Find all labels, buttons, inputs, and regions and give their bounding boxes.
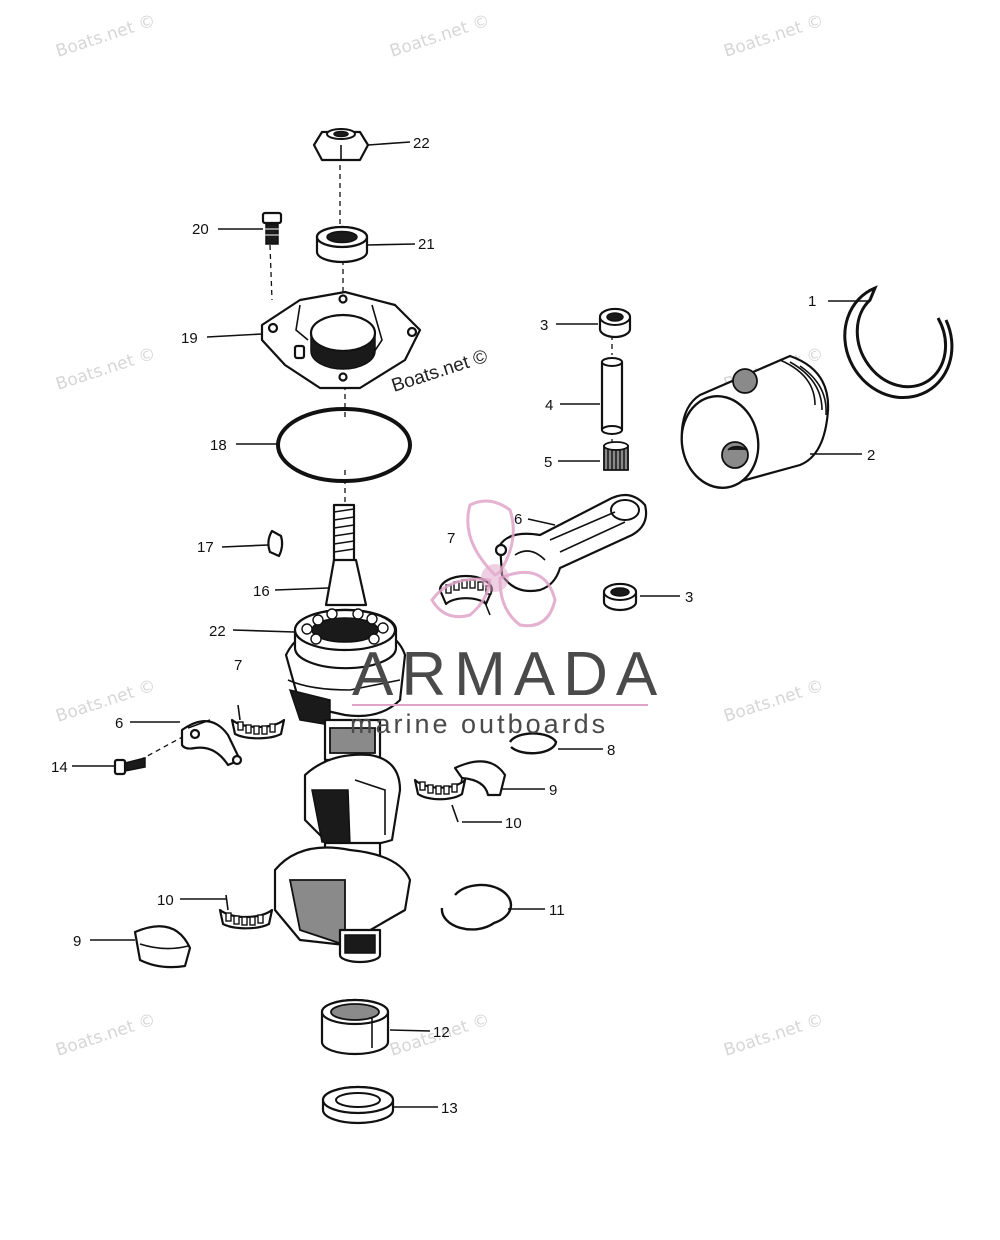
callout-10-left: 10: [157, 892, 174, 909]
callout-10-right: 10: [505, 815, 522, 832]
callout-8: 8: [607, 742, 615, 759]
callout-22: 22: [209, 623, 226, 640]
bearing-race-left-part: [133, 925, 192, 969]
callout-20: 21: [418, 236, 435, 253]
connecting-rod-part: [494, 493, 648, 593]
watermark: Boats.net ©: [721, 1010, 826, 1061]
thrust-washer-top-part: [598, 307, 632, 339]
callout-12: 12: [433, 1024, 450, 1041]
main-needle-bearing-left-part: [218, 894, 274, 930]
screw-part: [261, 211, 283, 245]
callout-9-right: 9: [549, 782, 557, 799]
watermark: Boats.net ©: [53, 344, 158, 395]
retaining-ring-upper-part: [508, 732, 558, 755]
rod-screw-part: [113, 757, 146, 776]
needle-bearing-part: [603, 441, 629, 471]
callout-6-top: 6: [514, 511, 522, 528]
callout-15: 16: [253, 583, 270, 600]
callout-3-bottom: 3: [685, 589, 693, 606]
watermark: Boats.net ©: [53, 11, 158, 62]
crankshaft-part: [273, 503, 412, 964]
bearing-housing-part: [260, 290, 422, 390]
callout-19: 20: [192, 221, 209, 238]
assembly-axis: [139, 165, 613, 761]
piston-ring-part: [843, 285, 954, 400]
logo-tagline: marine outboards: [350, 709, 608, 739]
callout-labels: 22 21 20 19 18 17 16 22 1 2 3 4 5 6 7 3 …: [51, 135, 875, 1117]
callout-1: 1: [808, 293, 816, 310]
callout-7-left: 7: [234, 657, 242, 674]
main-needle-bearing-right-part: [413, 778, 467, 823]
rod-needle-bearing-lower-part: [230, 704, 286, 740]
callout-5: 5: [544, 454, 552, 471]
callout-16: 17: [197, 539, 214, 556]
watermark: Boats.net ©: [53, 1010, 158, 1061]
callout-18: 19: [181, 330, 198, 347]
callout-21: 22: [413, 135, 430, 152]
watermark: Boats.net ©: [53, 676, 158, 727]
armada-logo: ARMADA marine outboards: [350, 499, 665, 739]
callout-7-top: 7: [447, 530, 455, 547]
piston-part: [680, 354, 830, 489]
watermark: Boats.net ©: [387, 11, 492, 62]
callout-6-left: 6: [115, 715, 123, 732]
hex-nut-part: [312, 128, 370, 162]
callout-4: 4: [545, 397, 553, 414]
oil-seal-part: [315, 225, 369, 264]
callout-11: 11: [549, 902, 565, 919]
retaining-ring-lower-part: [440, 883, 513, 931]
rod-cap-part: [180, 719, 243, 767]
callout-9-left: 9: [73, 933, 81, 950]
callout-2: 2: [867, 447, 875, 464]
piston-pin-part: [600, 357, 624, 435]
watermark: Boats.net ©: [721, 11, 826, 62]
logo-brand: ARMADA: [352, 640, 665, 709]
roller-bearing-part: [320, 998, 390, 1056]
callout-13: 13: [441, 1100, 458, 1117]
ball-bearing-part: [293, 608, 398, 670]
callout-17: 18: [210, 437, 227, 454]
propeller-logo-mark: [430, 499, 557, 628]
callout-14: 14: [51, 759, 68, 776]
o-ring-part: [276, 407, 412, 483]
woodruff-key-part: [267, 529, 284, 558]
lower-seal-part: [321, 1085, 395, 1125]
leader-lines: [72, 141, 868, 1108]
callout-3-top: 3: [540, 317, 548, 334]
thrust-washer-bottom-part: [602, 582, 638, 612]
watermark: Boats.net ©: [721, 676, 826, 727]
